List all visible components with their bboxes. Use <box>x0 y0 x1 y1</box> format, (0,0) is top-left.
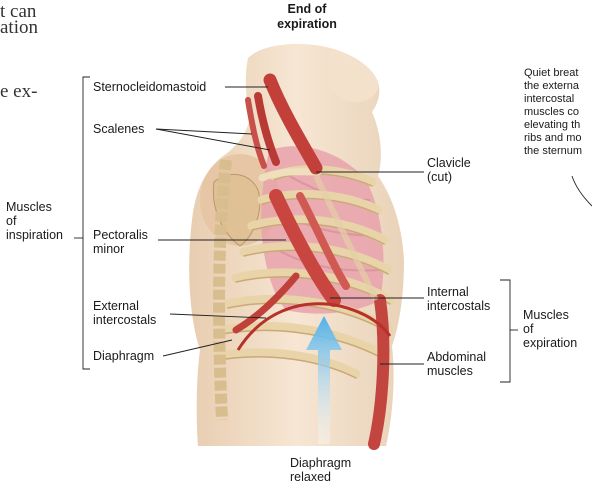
brackets <box>74 76 518 383</box>
page-fragment-1: t can <box>0 1 37 22</box>
diaphragm-arrow <box>306 316 342 444</box>
sternum <box>313 174 379 302</box>
leader-lines <box>155 86 592 365</box>
pectoralis-minor-2 <box>296 192 350 290</box>
page-fragment-3: e ex- <box>0 81 38 102</box>
label-diaphragm: Diaphragm <box>93 349 155 363</box>
label-pectoralis-minor: Pectoralis minor <box>93 228 148 256</box>
page-fragment-2: ation <box>0 17 38 38</box>
label-sternocleidomastoid: Sternocleidomastoid <box>93 80 207 94</box>
abdominal-muscle <box>368 294 390 450</box>
label-scalenes: Scalenes <box>93 122 145 136</box>
figure-title: End of expiration <box>277 2 337 31</box>
group-muscles-of-expiration: Muscles of expiration <box>523 308 578 350</box>
chin <box>328 48 379 103</box>
label-abdominal-muscles: Abdominal muscles <box>427 350 487 378</box>
label-internal-intercostals: Internal intercostals <box>427 285 491 313</box>
label-diaphragm-relaxed: Diaphragm relaxed <box>290 456 352 484</box>
external-intercostal-band <box>232 272 300 334</box>
label-external-intercostals: External intercostals <box>93 299 157 327</box>
pectoralis-minor <box>269 189 341 307</box>
side-note: Quiet breat the externa intercostal musc… <box>524 67 583 157</box>
spine <box>213 159 232 421</box>
label-clavicle: Clavicle (cut) <box>427 156 471 184</box>
scalenes-2 <box>245 97 267 169</box>
sternocleidomastoid <box>263 73 323 175</box>
scalenes <box>254 92 280 166</box>
diaphragm <box>236 302 392 351</box>
group-muscles-of-inspiration: Muscles of inspiration <box>6 200 63 242</box>
